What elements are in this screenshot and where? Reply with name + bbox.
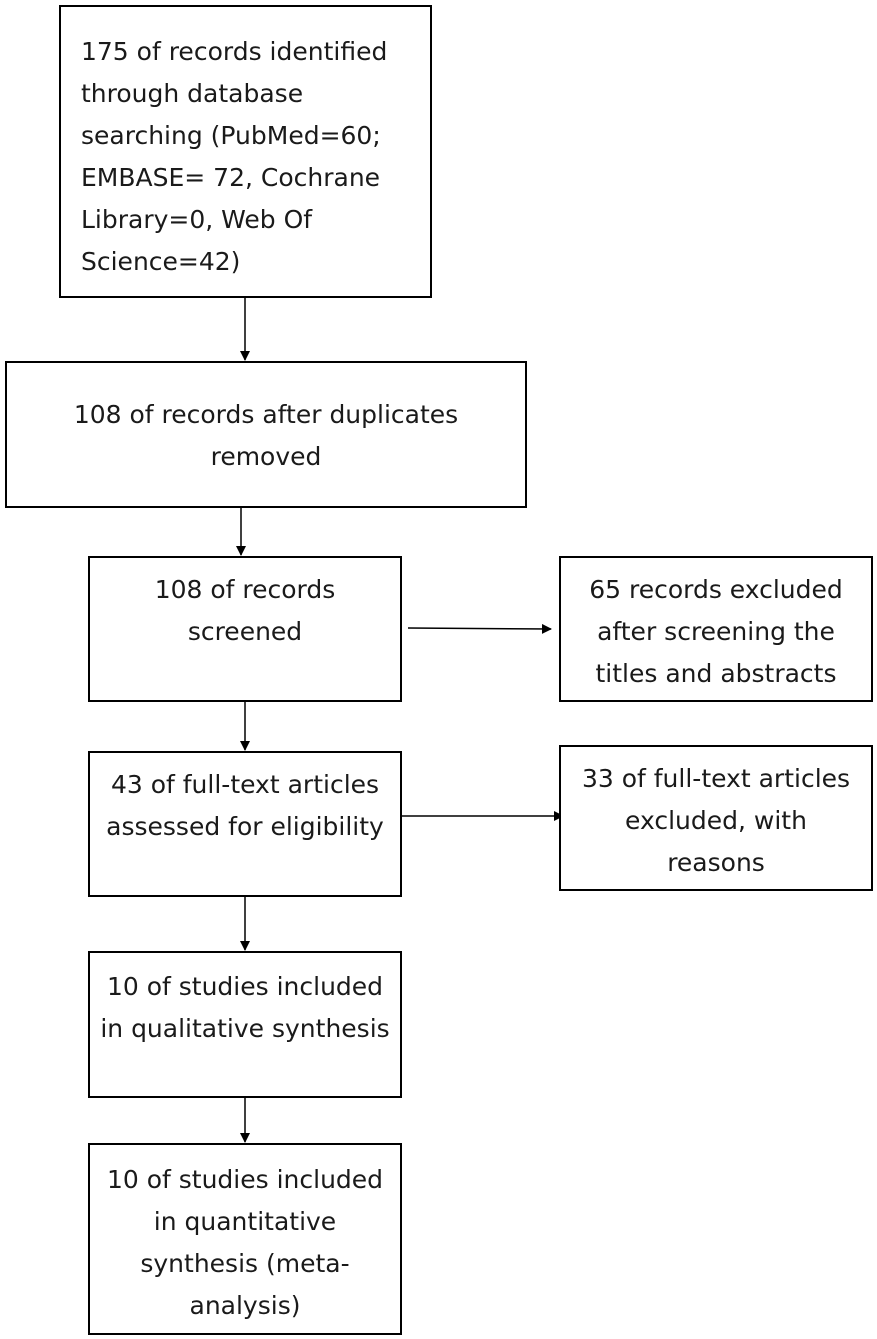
records-excluded-box: 65 records excluded after screening the … bbox=[559, 556, 873, 702]
fulltext-assessed-text: 43 of full-text articles assessed for el… bbox=[106, 770, 384, 841]
arrow-screened-to-excluded bbox=[407, 623, 552, 634]
quantitative-synthesis-text: 10 of studies included in quantitative s… bbox=[106, 1165, 384, 1320]
fulltext-excluded-box: 33 of full-text articles excluded, with … bbox=[559, 745, 873, 891]
records-screened-text: 108 of records screened bbox=[154, 575, 336, 646]
qualitative-synthesis-text: 10 of studies included in qualitative sy… bbox=[100, 972, 390, 1043]
quantitative-synthesis-box: 10 of studies included in quantitative s… bbox=[88, 1143, 402, 1335]
records-excluded-text: 65 records excluded after screening the … bbox=[589, 575, 843, 688]
duplicates-removed-text: 108 of records after duplicates removed bbox=[73, 400, 459, 471]
qualitative-synthesis-box: 10 of studies included in qualitative sy… bbox=[88, 951, 402, 1098]
records-identified-box: 175 of records identified through databa… bbox=[59, 5, 432, 298]
records-screened-box: 108 of records screened bbox=[88, 556, 402, 702]
fulltext-assessed-box: 43 of full-text articles assessed for el… bbox=[88, 751, 402, 897]
records-identified-text: 175 of records identified through databa… bbox=[81, 37, 388, 276]
duplicates-removed-box: 108 of records after duplicates removed bbox=[5, 361, 527, 508]
fulltext-excluded-text: 33 of full-text articles excluded, with … bbox=[581, 764, 851, 877]
